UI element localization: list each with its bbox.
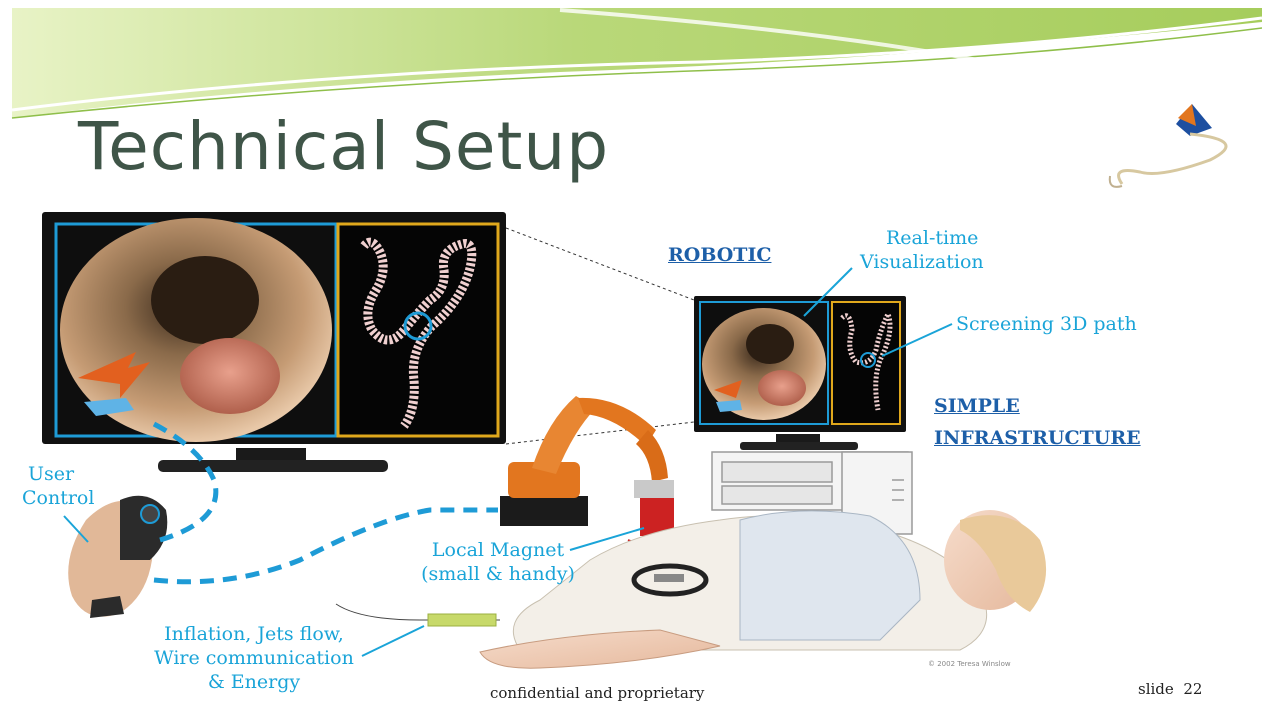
slide-label: slide: [1138, 680, 1174, 698]
realtime-line1: Real-time: [878, 226, 984, 250]
slide-number-value: 22: [1183, 680, 1202, 698]
joystick-controller: [68, 496, 167, 618]
inflation-line3: & Energy: [134, 670, 374, 694]
page-title: Technical Setup: [78, 108, 609, 185]
small-monitor: [694, 296, 906, 450]
copyright-text: © 2002 Teresa Winslow: [928, 660, 1011, 668]
footer-confidential: confidential and proprietary: [490, 684, 704, 702]
magnet-line1: Local Magnet: [418, 538, 578, 562]
user-line1: User: [22, 462, 94, 486]
simple-infrastructure-heading: SIMPLE INFRASTRUCTURE: [934, 390, 1141, 454]
magnet-line2: (small & handy): [418, 562, 578, 586]
kite-logo-icon: [1110, 104, 1226, 187]
inflation-label: Inflation, Jets flow, Wire communication…: [134, 622, 374, 694]
user-control-label: User Control: [22, 462, 94, 510]
screening-path-label: Screening 3D path: [956, 312, 1137, 336]
realtime-line2: Visualization: [860, 250, 984, 274]
user-line2: Control: [22, 486, 94, 510]
large-monitor: [42, 212, 506, 472]
top-banner: [12, 8, 1262, 118]
patient-illustration: [480, 510, 1046, 668]
inflation-line1: Inflation, Jets flow,: [134, 622, 374, 646]
local-magnet-label: Local Magnet (small & handy): [418, 538, 578, 586]
simple-line2: INFRASTRUCTURE: [934, 422, 1141, 454]
robotic-heading: ROBOTIC: [668, 244, 771, 266]
simple-line1: SIMPLE: [934, 390, 1141, 422]
realtime-visualization-label: Real-time Visualization: [878, 226, 984, 274]
inflation-line2: Wire communication: [134, 646, 374, 670]
slide-number: slide 22: [1138, 680, 1202, 698]
